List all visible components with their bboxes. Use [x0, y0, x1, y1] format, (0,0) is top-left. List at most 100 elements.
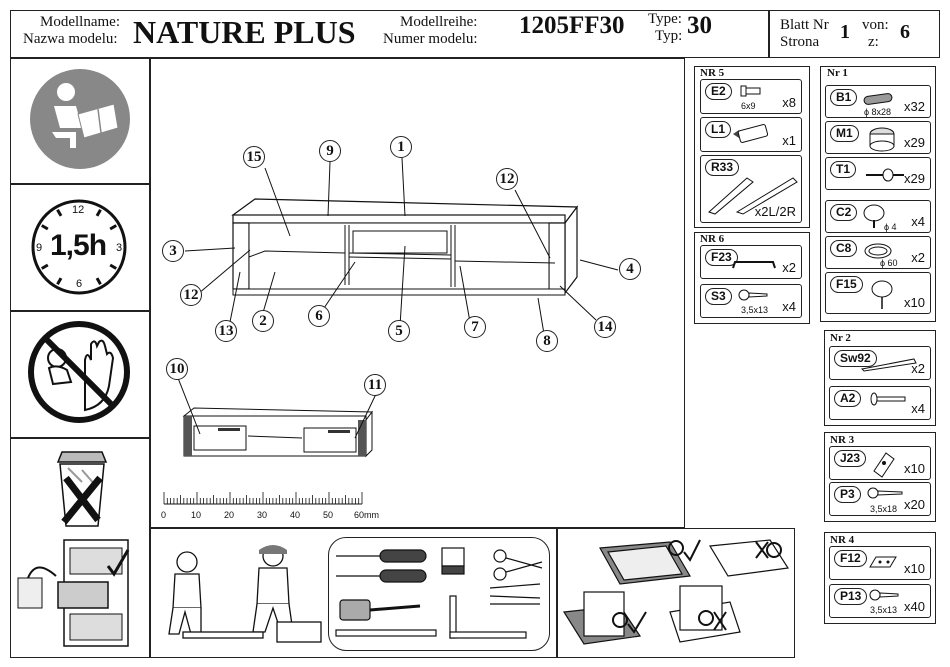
part-r33: R33 x2L/2R [700, 155, 802, 223]
two-person-assembly-icon [168, 545, 322, 643]
handle-icon [860, 358, 917, 372]
screw-icon [869, 589, 899, 601]
part-size: ϕ 4 [884, 222, 897, 232]
clock-number-12: 12 [72, 204, 85, 216]
part-qty: x2 [911, 361, 925, 376]
part-p13: P13 3,5x13 x40 [829, 584, 931, 618]
ruler-label-40: 40 [290, 510, 301, 520]
callout-14: 14 [594, 316, 616, 338]
screw-icon [740, 85, 761, 97]
header-bar [10, 10, 940, 58]
part-size: 6x9 [741, 101, 756, 111]
series-number: 1205FF30 [519, 12, 625, 39]
part-code: P3 [834, 486, 861, 503]
part-f23: F23 x2 [700, 245, 802, 279]
measurement-ruler [163, 492, 363, 505]
floor-protection-icons [562, 539, 790, 645]
part-qty: x10 [904, 561, 925, 576]
part-code: C8 [830, 240, 858, 257]
part-code: M1 [830, 125, 859, 142]
sheet-label-de: Blatt Nr [780, 17, 829, 33]
callout-6: 6 [308, 305, 330, 327]
nail-icon [871, 280, 893, 309]
divider [10, 183, 150, 185]
part-e2: E2 6x9 x8 [700, 79, 802, 114]
grommet-icon [864, 243, 892, 259]
part-qty: x1 [782, 133, 796, 148]
ruler-label-50: 50 [323, 510, 334, 520]
part-code: F12 [834, 550, 867, 567]
part-size: 3,5x13 [741, 305, 769, 315]
ruler-label-10: 10 [191, 510, 202, 520]
part-p3: P3 3,5x18 x20 [829, 482, 931, 516]
clock-icon [31, 199, 127, 295]
part-code: P13 [834, 588, 868, 605]
callout-1: 1 [390, 136, 412, 158]
part-m1: M1 x29 [825, 121, 931, 154]
part-b1: B1 ϕ 8x28 x32 [825, 85, 931, 118]
parts-group-nr4-title: NR 4 [830, 534, 855, 546]
part-sw92: Sw92 x2 [829, 346, 931, 380]
parts-group-nr3-title: NR 3 [830, 434, 855, 446]
drawer-slide-icon [708, 177, 798, 215]
part-qty: x32 [904, 99, 925, 114]
part-code: R33 [705, 159, 740, 176]
parts-group-nr1-title: Nr 1 [827, 67, 848, 79]
part-qty: x29 [904, 171, 925, 186]
clock-tick [95, 209, 102, 217]
callout-8: 8 [536, 330, 558, 352]
part-size: ϕ 8x28 [864, 107, 892, 117]
callout-9: 9 [319, 140, 341, 162]
divider [10, 310, 150, 312]
part-code: T1 [830, 161, 857, 178]
header-divider [768, 10, 770, 58]
clock-tick [109, 263, 117, 270]
part-code: B1 [830, 89, 858, 106]
ruler-label-20: 20 [224, 510, 235, 520]
part-code: L1 [705, 121, 732, 138]
type-label-de: Type: [648, 11, 682, 27]
total-sheets: 6 [900, 21, 910, 43]
shelf-support-icon [863, 204, 885, 228]
part-c8: C8 ϕ 60 x2 [825, 236, 931, 269]
clock-tick [109, 224, 117, 231]
part-qty: x10 [904, 295, 925, 310]
part-s3: S3 3,5x13 x4 [700, 284, 802, 318]
part-size: ϕ 60 [880, 258, 898, 268]
part-c2: C2 ϕ 4 x4 [825, 200, 931, 233]
callout-3: 3 [162, 240, 184, 262]
clock-tick [41, 263, 49, 270]
no-children-icon [28, 321, 130, 423]
part-qty: x2 [782, 260, 796, 275]
series-label-pl: Numer modelu: [383, 31, 478, 47]
part-qty: x8 [782, 95, 796, 110]
parts-group-nr6-title: NR 6 [700, 233, 725, 245]
bracket-icon [873, 452, 895, 478]
part-j23: J23 x10 [829, 446, 931, 480]
clock-number-3: 3 [116, 242, 123, 254]
tv-stand-exploded-view [231, 198, 579, 296]
callout-2: 2 [252, 310, 274, 332]
model-name: NATURE PLUS [133, 14, 356, 50]
of-label-pl: z: [868, 34, 879, 50]
part-code: S3 [705, 288, 732, 305]
part-f15: F15 x10 [825, 272, 931, 314]
part-qty: x10 [904, 461, 925, 476]
clock-number-6: 6 [76, 278, 83, 290]
callout-10: 10 [166, 358, 188, 380]
part-f12: F12 x10 [829, 546, 931, 580]
callout-5: 5 [388, 320, 410, 342]
callout-13: 13 [215, 320, 237, 342]
part-l1: L1 x1 [700, 117, 802, 152]
cam-bolt-icon [866, 168, 904, 182]
assembly-time: 1,5h [50, 229, 107, 262]
no-trash-icon [56, 451, 108, 527]
series-label-de: Modellreihe: [400, 14, 478, 30]
keep-in-cabinet-icon [17, 539, 130, 647]
callout-12-left: 12 [180, 284, 202, 306]
divider [10, 437, 150, 439]
bolt-icon [870, 392, 906, 406]
ruler-label-60mm: 60mm [354, 510, 380, 520]
ruler-label-30: 30 [257, 510, 268, 520]
cam-lock-icon [869, 127, 895, 152]
